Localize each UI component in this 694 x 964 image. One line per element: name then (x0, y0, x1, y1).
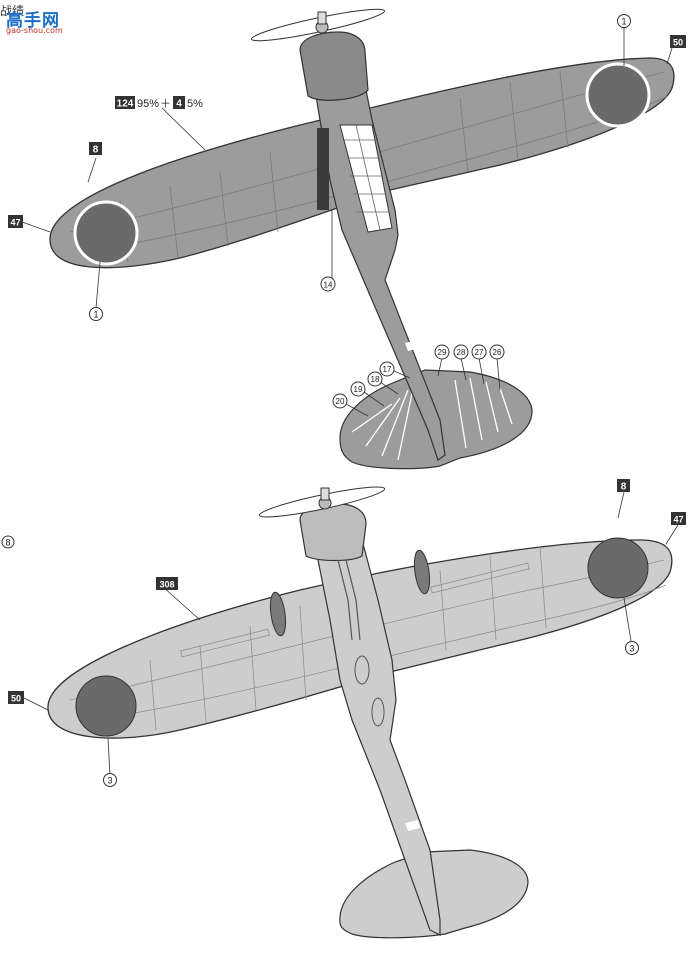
top-propeller (250, 8, 386, 42)
bottom-tag-50: 50 (8, 691, 24, 704)
paint-percent-a: 95% (137, 98, 159, 110)
svg-text:20: 20 (336, 397, 345, 406)
bottom-circled-3-left: 3 (103, 773, 117, 787)
bottom-tag-47: 47 (671, 512, 686, 525)
bottom-cowling (299, 503, 367, 562)
edge-circled-8: 8 (1, 535, 15, 549)
header-corner-text: 战绩 (0, 4, 25, 18)
top-circled-1-left: 1 (89, 307, 103, 321)
paint-code-a: 124 (117, 99, 134, 110)
hinomaru-right-upper (585, 62, 651, 128)
top-circled-26: 26 (489, 344, 505, 360)
svg-text:3: 3 (629, 644, 634, 654)
svg-text:29: 29 (438, 348, 447, 357)
svg-text:19: 19 (354, 385, 363, 394)
svg-text:1: 1 (93, 310, 98, 320)
svg-text:308: 308 (159, 580, 174, 590)
svg-text:50: 50 (673, 38, 683, 48)
svg-text:14: 14 (324, 281, 333, 290)
top-circled-28: 28 (453, 344, 469, 360)
hinomaru-left-upper (73, 200, 139, 266)
hinomaru-right-lower (587, 537, 649, 599)
top-canopy (339, 124, 393, 233)
bottom-propeller (258, 486, 386, 518)
aircraft-top-view (49, 8, 675, 470)
top-circled-20: 20 (332, 393, 348, 409)
top-circled-1-right: 1 (617, 14, 631, 28)
bottom-fuselage-band (405, 820, 420, 831)
landing-gear (269, 549, 431, 727)
paint-percent-b: 5% (187, 98, 203, 110)
bottom-tag-8: 8 (617, 479, 630, 493)
svg-text:18: 18 (371, 375, 380, 384)
svg-text:27: 27 (475, 348, 484, 357)
svg-text:50: 50 (11, 694, 21, 704)
top-circled-29: 29 (434, 344, 450, 360)
svg-text:26: 26 (493, 348, 502, 357)
tail-stripes (351, 377, 513, 461)
svg-text:47: 47 (673, 515, 683, 525)
svg-text:1: 1 (621, 17, 626, 27)
svg-text:28: 28 (457, 348, 466, 357)
top-circled-19: 19 (350, 381, 366, 397)
top-circled-18: 18 (367, 371, 383, 387)
fuselage-band (405, 340, 420, 351)
bottom-tag-308: 308 (156, 577, 178, 590)
hinomaru-left-lower (75, 675, 137, 737)
paint-plus: ＋ (160, 98, 171, 110)
top-circled-17: 17 (379, 361, 395, 377)
top-tag-50: 50 (670, 35, 686, 48)
top-tag-47: 47 (8, 215, 23, 228)
aircraft-bottom-view (47, 486, 673, 939)
top-circled-27: 27 (471, 344, 487, 360)
svg-text:8: 8 (621, 482, 627, 493)
bottom-circled-3-right: 3 (625, 641, 639, 655)
site-logo-url: gao-shou.com (6, 26, 63, 35)
top-view-callouts (21, 28, 673, 417)
paint-code-b: 4 (176, 99, 182, 110)
wing-walkway-strip (317, 128, 329, 210)
svg-text:8: 8 (5, 538, 10, 548)
top-tag-8: 8 (89, 142, 102, 156)
svg-text:8: 8 (93, 145, 99, 156)
site-logo: 高手网 gao-shou.com (6, 6, 70, 40)
bottom-view-callouts (21, 491, 679, 776)
svg-text:47: 47 (10, 218, 20, 228)
top-cowling (299, 31, 369, 101)
paint-code: 124 95% ＋ 4 5% (115, 96, 203, 110)
top-circled-14: 14 (320, 276, 336, 292)
svg-text:17: 17 (383, 365, 392, 374)
svg-text:3: 3 (107, 776, 112, 786)
site-logo-text: 高手网 (6, 11, 60, 31)
